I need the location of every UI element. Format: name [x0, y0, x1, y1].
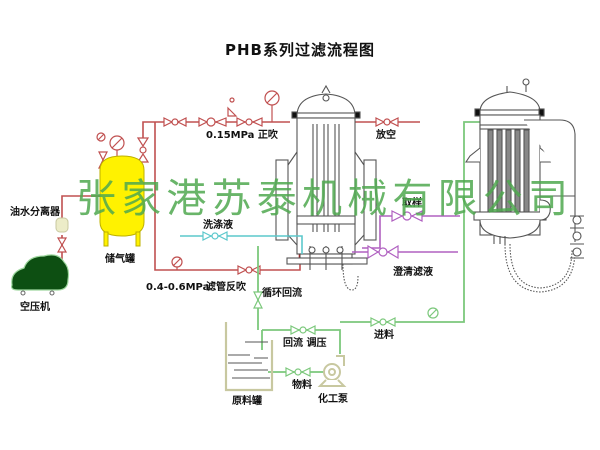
gauge-icon — [109, 135, 125, 158]
gauge-icon — [96, 132, 106, 142]
pressure-regulator-icon[interactable] — [227, 97, 238, 117]
valve-icon[interactable] — [290, 325, 316, 335]
pressure-gauges — [96, 90, 280, 270]
label-return-regulate: 回流 调压 — [283, 336, 326, 349]
gauge-icon — [427, 307, 439, 319]
label-raw-tank: 原料罐 — [232, 394, 262, 407]
sampling-valve-icon[interactable] — [391, 210, 423, 222]
valve-icon[interactable] — [285, 367, 311, 377]
label-compressor: 空压机 — [20, 300, 50, 313]
gauge-icon — [264, 90, 280, 122]
raw-material-tank — [224, 322, 274, 392]
phb-filter-detail — [464, 78, 584, 293]
valve-icon[interactable] — [202, 231, 228, 241]
label-separator: 油水分离器 — [10, 205, 61, 218]
valve-icon[interactable] — [136, 137, 150, 163]
air-compressor — [11, 254, 70, 296]
diagram-title: PHB系列过滤流程图 — [225, 41, 375, 59]
label-vent: 放空 — [375, 128, 396, 141]
filtrate-valves — [367, 210, 423, 260]
label-feed: 进料 — [374, 328, 394, 341]
label-material: 物料 — [292, 378, 312, 391]
label-tube-back-blow: 滤管反吹 — [206, 280, 246, 293]
valve-icon[interactable] — [375, 117, 399, 127]
valve-icon[interactable] — [198, 117, 227, 127]
valve-icon[interactable] — [370, 317, 396, 327]
valve-icon[interactable] — [163, 117, 187, 127]
label-wash-liquid: 洗涤液 — [203, 218, 233, 231]
feed-valves — [253, 291, 439, 377]
company-watermark: 张家港苏泰机械有限公司 — [76, 176, 568, 222]
label-air-tank: 储气罐 — [104, 252, 135, 265]
label-chem-pump: 化工泵 — [318, 392, 349, 405]
phb-filter-housing — [275, 84, 377, 291]
valve-icon[interactable] — [56, 237, 68, 253]
oil-water-separator — [55, 217, 69, 233]
valve-icon[interactable] — [237, 265, 261, 275]
wash-liquid-line — [180, 231, 303, 254]
gauge-icon — [171, 256, 183, 270]
filtrate-valve-icon[interactable] — [367, 244, 399, 260]
label-forward-blow: 0.15MPa 正吹 — [206, 128, 278, 141]
valve-icon[interactable] — [236, 117, 263, 127]
label-sampling: 取样 — [402, 196, 422, 209]
chemical-pump — [317, 355, 347, 387]
label-clear-filtrate: 澄清滤液 — [393, 265, 433, 278]
label-reverse-pressure: 0.4-0.6MPa — [146, 282, 209, 293]
valve-icon[interactable] — [253, 291, 263, 309]
air-storage-tank — [99, 155, 145, 247]
label-circulation-return: 循环回流 — [262, 286, 302, 299]
